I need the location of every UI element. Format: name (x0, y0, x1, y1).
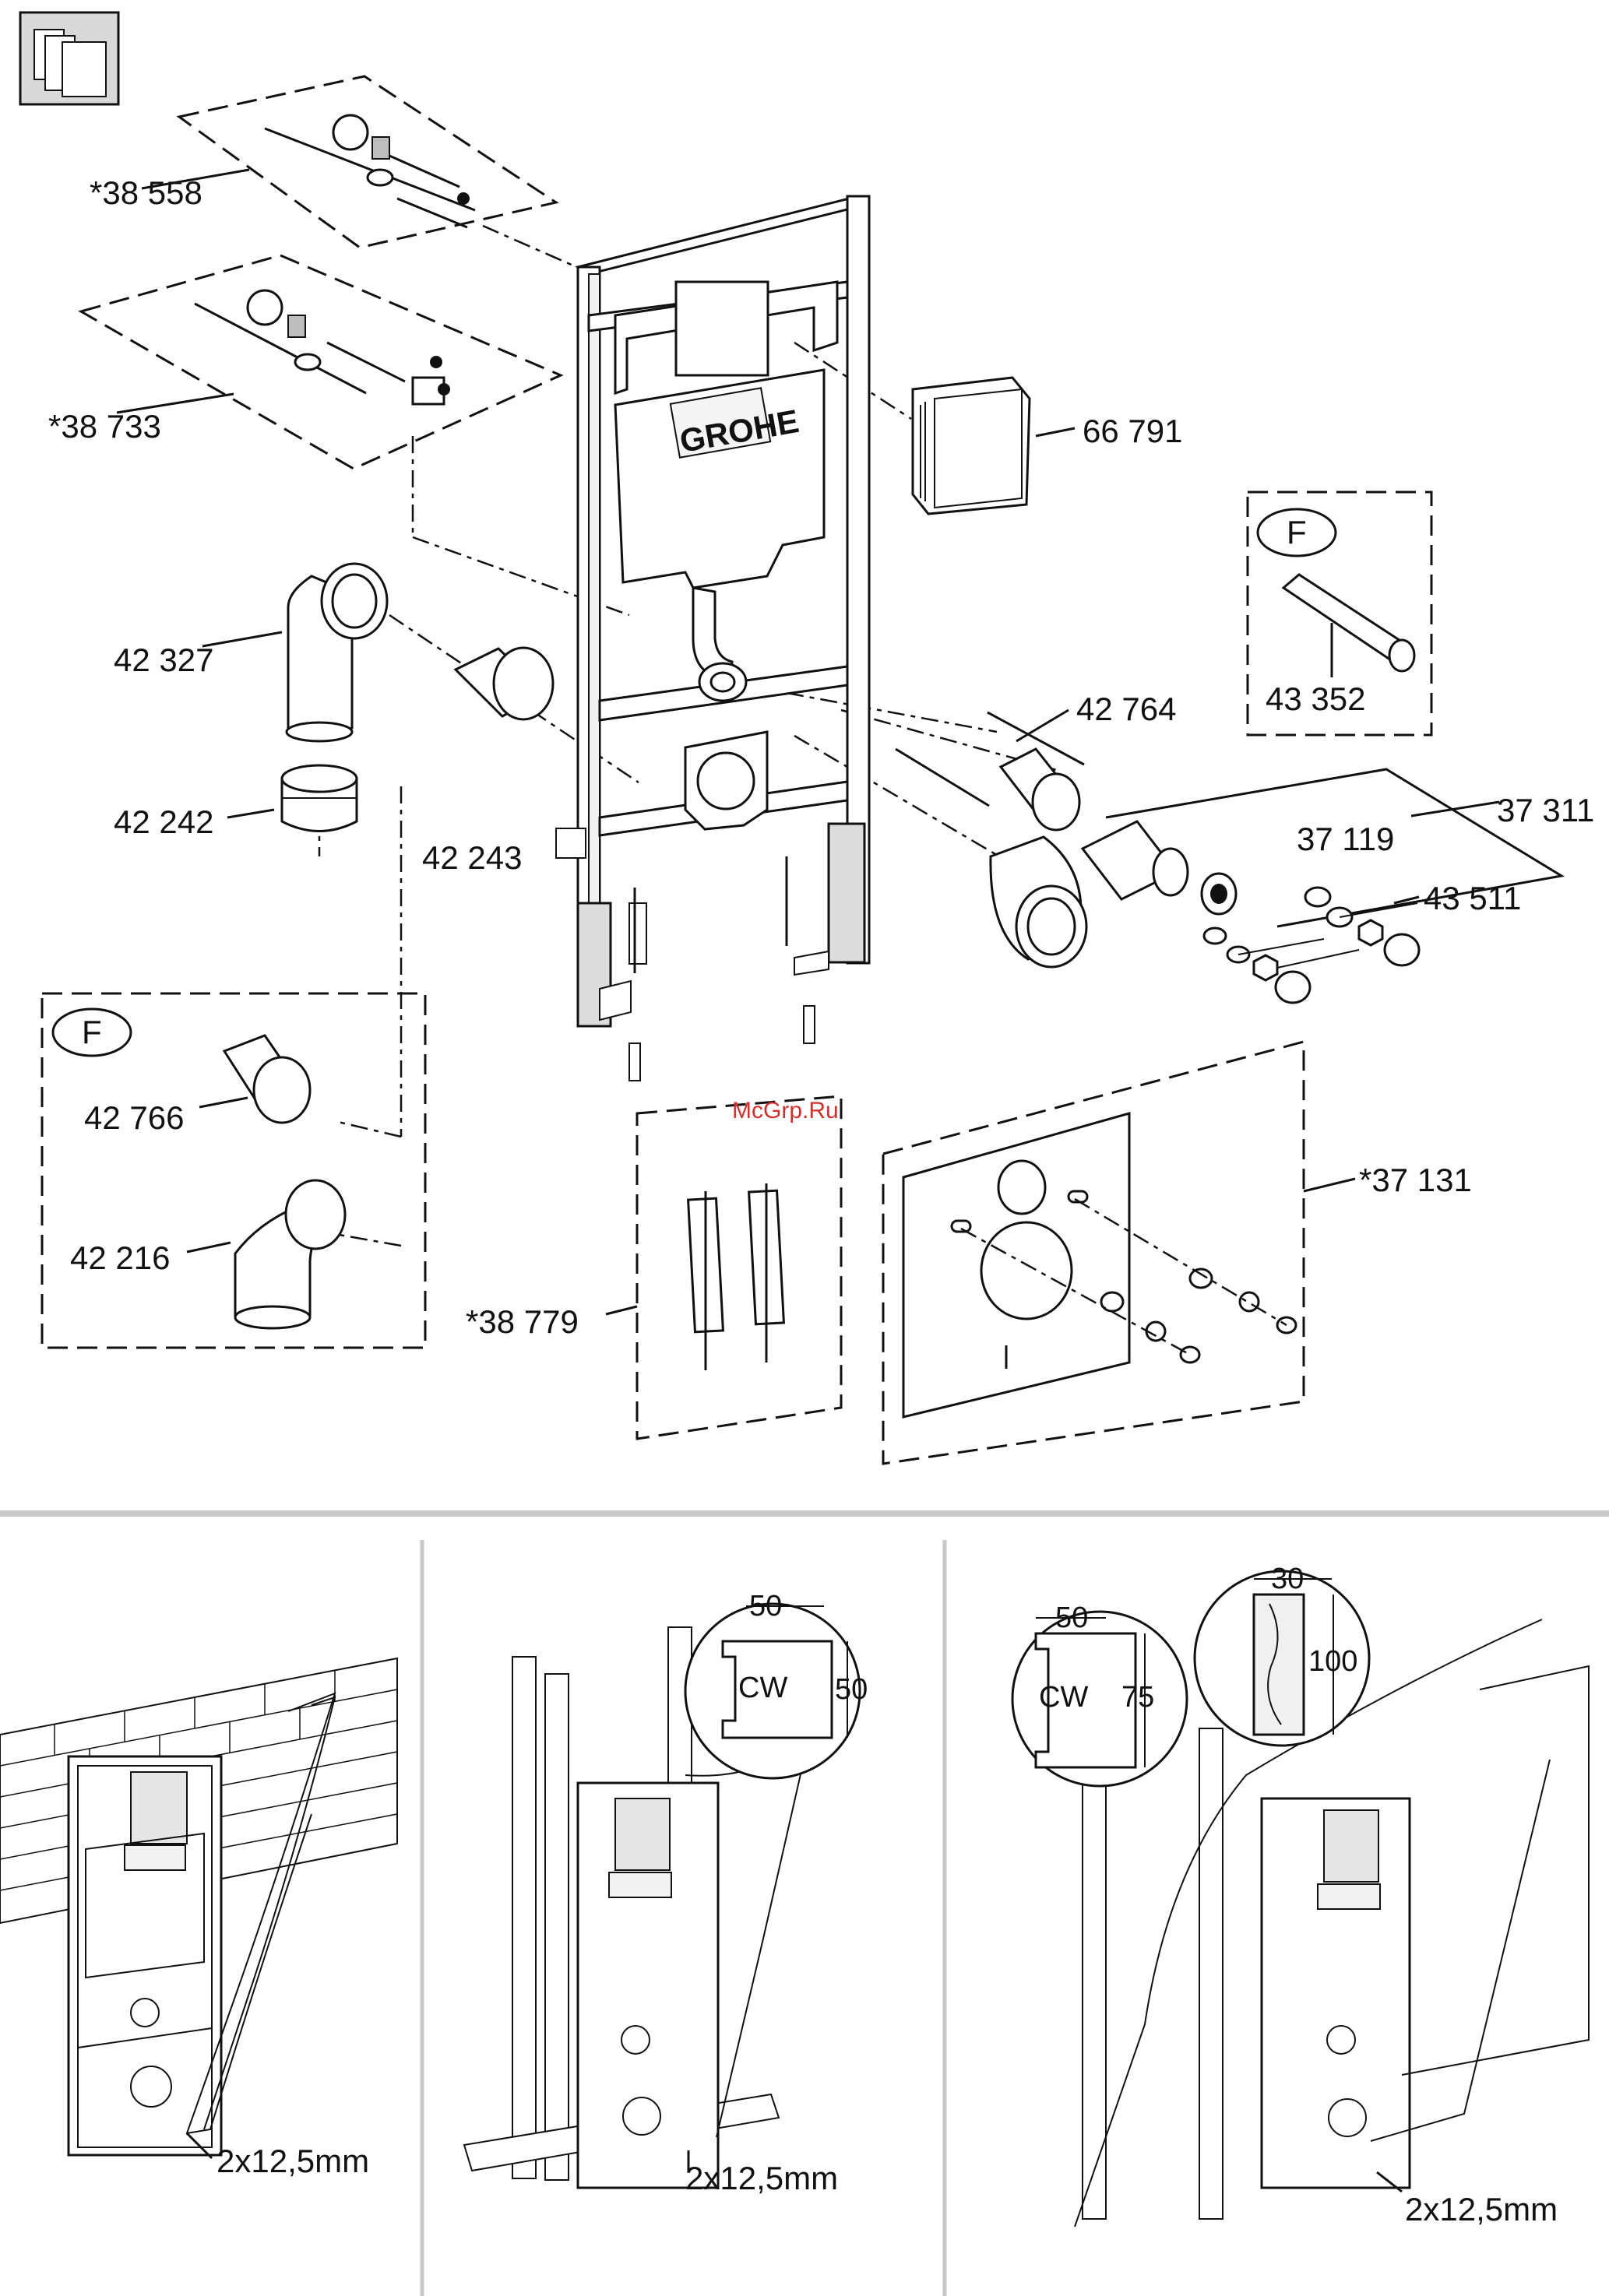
leader-42327 (202, 631, 283, 648)
label-42764: 42 764 (1076, 691, 1176, 727)
option-f-badge-right (1256, 508, 1337, 557)
sound-insulation-plate (902, 1112, 1297, 1419)
option-f-badge-left (51, 1007, 132, 1057)
install-panel-1 (0, 1657, 398, 2157)
kit-38558-parts (176, 75, 559, 249)
profile2-type: CW (1039, 1681, 1088, 1714)
label-43352: 43 352 (1266, 680, 1365, 717)
label-38558: *38 558 (90, 174, 202, 211)
hardware-43511 (1202, 886, 1421, 1004)
panel2-board-label: 2x12,5mm (685, 2160, 838, 2196)
part-42216 (234, 1179, 347, 1330)
leader-38733 (116, 392, 234, 414)
leader-42242 (227, 808, 275, 819)
kit-38779-box (636, 1095, 843, 1440)
label-38779: *38 779 (466, 1303, 579, 1340)
label-42243-box (555, 828, 586, 859)
profile1-height: 50 (835, 1673, 868, 1706)
label-42327: 42 327 (114, 642, 213, 678)
label-42243: 42 243 (422, 839, 522, 876)
label-43511: 43 511 (1424, 880, 1521, 916)
label-42242: 42 242 (114, 803, 213, 840)
part-42766 (222, 1034, 312, 1124)
kit-38733-parts (78, 254, 564, 470)
option-f-box-left (40, 992, 427, 1349)
timber-width: 30 (1271, 1563, 1304, 1595)
panel1-board-label: 2x12,5mm (217, 2143, 369, 2179)
label-42216: 42 216 (70, 1239, 170, 1276)
leader-38558 (141, 168, 250, 190)
label-37311: 37 311 (1497, 792, 1594, 828)
profile2-width: 50 (1055, 1602, 1088, 1634)
timber-height: 100 (1308, 1645, 1357, 1678)
profile1-type: CW (738, 1672, 787, 1704)
install-panel-2: 50 CW 50 (463, 1590, 868, 2189)
install-panel-3: 50 CW 75 30 100 (1011, 1563, 1590, 2227)
part-42242 (280, 764, 358, 832)
part-43352 (1281, 573, 1416, 673)
profile1-width: 50 (749, 1590, 782, 1623)
option-f-box-right (1246, 490, 1433, 737)
panel3-board-label: 2x12,5mm (1405, 2191, 1558, 2227)
part-42327 (285, 562, 389, 743)
leader-42764 (1016, 708, 1069, 743)
document-icon (19, 11, 120, 106)
label-37119: 37 119 (1297, 821, 1394, 857)
label-37131: *37 131 (1359, 1162, 1472, 1198)
pipe-coupling (453, 646, 555, 721)
part-66791 (911, 376, 1031, 515)
option-f-label-right: F (1287, 514, 1307, 550)
option-f-label-left: F (82, 1014, 102, 1050)
right-parts (895, 711, 1238, 969)
bracket-37311 (1105, 768, 1565, 928)
profile2-height: 75 (1121, 1681, 1154, 1714)
label-42766: 42 766 (84, 1099, 184, 1136)
installation-frame: GROHE (575, 195, 871, 1081)
leader-66791 (1035, 427, 1076, 438)
kit-38779-parts (686, 1183, 786, 1370)
label-66791: 66 791 (1083, 413, 1182, 449)
label-38733: *38 733 (48, 408, 161, 445)
watermark: McGrp.Ru (732, 1098, 839, 1123)
section-divider (0, 1510, 1609, 1517)
